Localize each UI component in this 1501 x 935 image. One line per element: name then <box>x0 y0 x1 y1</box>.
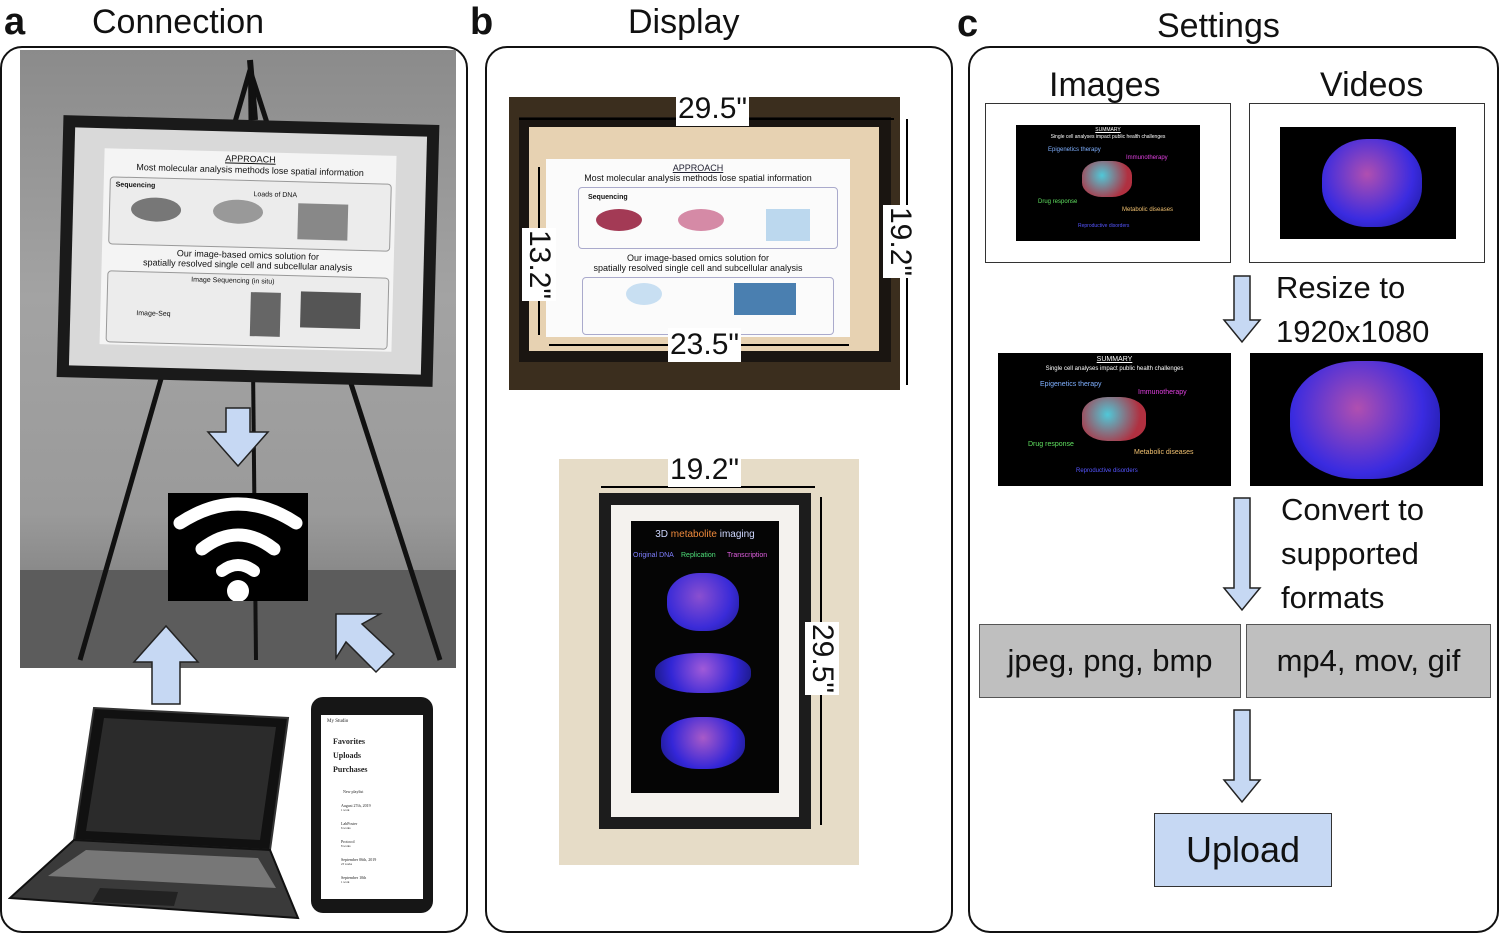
videos-label: Videos <box>1320 66 1424 104</box>
arrow-up-icon <box>132 624 200 705</box>
panel-a-label: a <box>4 1 26 43</box>
panel-c-frame <box>968 46 1499 933</box>
landscape-slide: APPROACH Most molecular analysis methods… <box>546 159 850 337</box>
phone-new-playlist[interactable]: New playlist <box>343 789 364 794</box>
panel-b-title: Display <box>628 3 740 41</box>
landscape-slide-solution-1: Our image-based omics solution for <box>626 253 770 263</box>
legend-transcription: Transcription <box>727 552 768 559</box>
portrait-title-a: 3D <box>655 529 671 540</box>
legend-original-dna: Original DNA <box>633 552 674 559</box>
upload-button[interactable]: Upload <box>1154 813 1332 887</box>
panel-a-frame <box>0 46 468 933</box>
panel-c-title: Settings <box>1157 7 1280 45</box>
laptop-icon <box>8 706 300 920</box>
convert-text-1: Convert to <box>1281 492 1425 527</box>
phone-title: My Studio <box>327 719 349 724</box>
convert-text-3: formats <box>1281 580 1385 615</box>
wifi-icon <box>173 497 303 602</box>
landscape-inner-width-label: 23.5" <box>668 328 742 362</box>
phone-menu-uploads[interactable]: Uploads <box>333 751 362 760</box>
landscape-slide-heading: APPROACH <box>672 163 724 173</box>
resize-arrow-icon <box>1222 275 1262 344</box>
image-resized: SUMMARY Single cell analyses impact publ… <box>998 353 1231 486</box>
portrait-height-label: 29.5" <box>805 622 839 696</box>
landscape-height-label: 19.2" <box>883 205 917 279</box>
phone-menu-purchases[interactable]: Purchases <box>333 765 368 774</box>
image-original-frame: SUMMARY Single cell analyses impact publ… <box>985 103 1231 263</box>
landscape-slide-solution-2: spatially resolved single cell and subce… <box>593 263 803 273</box>
resize-text-2: 1920x1080 <box>1276 314 1430 349</box>
portrait-photo: 3D metabolite imaging Original DNA Repli… <box>559 459 859 865</box>
panel-b-frame <box>485 46 953 933</box>
panel-a-title: Connection <box>92 3 265 41</box>
legend-replication: Replication <box>681 552 716 559</box>
video-resized <box>1250 353 1483 486</box>
cell-render-1 <box>667 573 739 631</box>
video-original-frame <box>1249 103 1485 263</box>
landscape-width-label: 29.5" <box>676 92 750 126</box>
phone-menu-favorites[interactable]: Favorites <box>333 737 365 746</box>
phone: My Studio Favorites Uploads Purchases Ne… <box>311 697 433 913</box>
easel-photo: APPROACH Most molecular analysis methods… <box>20 50 456 668</box>
arrow-down-icon <box>206 407 270 468</box>
images-label: Images <box>1049 66 1161 104</box>
landscape-slide-sequencing: Sequencing <box>588 194 628 201</box>
convert-arrow-icon <box>1222 497 1262 612</box>
panel-b-label: b <box>470 1 494 43</box>
landscape-inner-height-label: 13.2" <box>522 228 556 302</box>
landscape-slide-subtitle: Most molecular analysis methods lose spa… <box>584 173 812 183</box>
resize-text-1: Resize to <box>1276 270 1406 305</box>
portrait-screen: 3D metabolite imaging Original DNA Repli… <box>631 521 779 793</box>
portrait-width-label: 19.2" <box>668 453 742 487</box>
video-thumb-small <box>1280 127 1456 239</box>
video-formats-box: mp4, mov, gif <box>1246 624 1491 698</box>
upload-arrow-icon <box>1222 709 1262 804</box>
convert-text-2: supported <box>1281 536 1419 571</box>
summary-slide-small: SUMMARY Single cell analyses impact publ… <box>1016 125 1200 241</box>
phone-screen: My Studio Favorites Uploads Purchases Ne… <box>321 715 423 899</box>
wifi-block <box>168 493 308 602</box>
arrow-diagonal-icon <box>335 613 396 674</box>
portrait-title-b: metabolite <box>670 529 717 540</box>
portrait-title-c: imaging <box>716 529 755 540</box>
cell-render-2 <box>655 653 751 693</box>
cell-render-3 <box>661 717 745 769</box>
panel-c-label: c <box>957 3 979 45</box>
image-formats-box: jpeg, png, bmp <box>979 624 1241 698</box>
connection-arrows <box>132 407 396 705</box>
